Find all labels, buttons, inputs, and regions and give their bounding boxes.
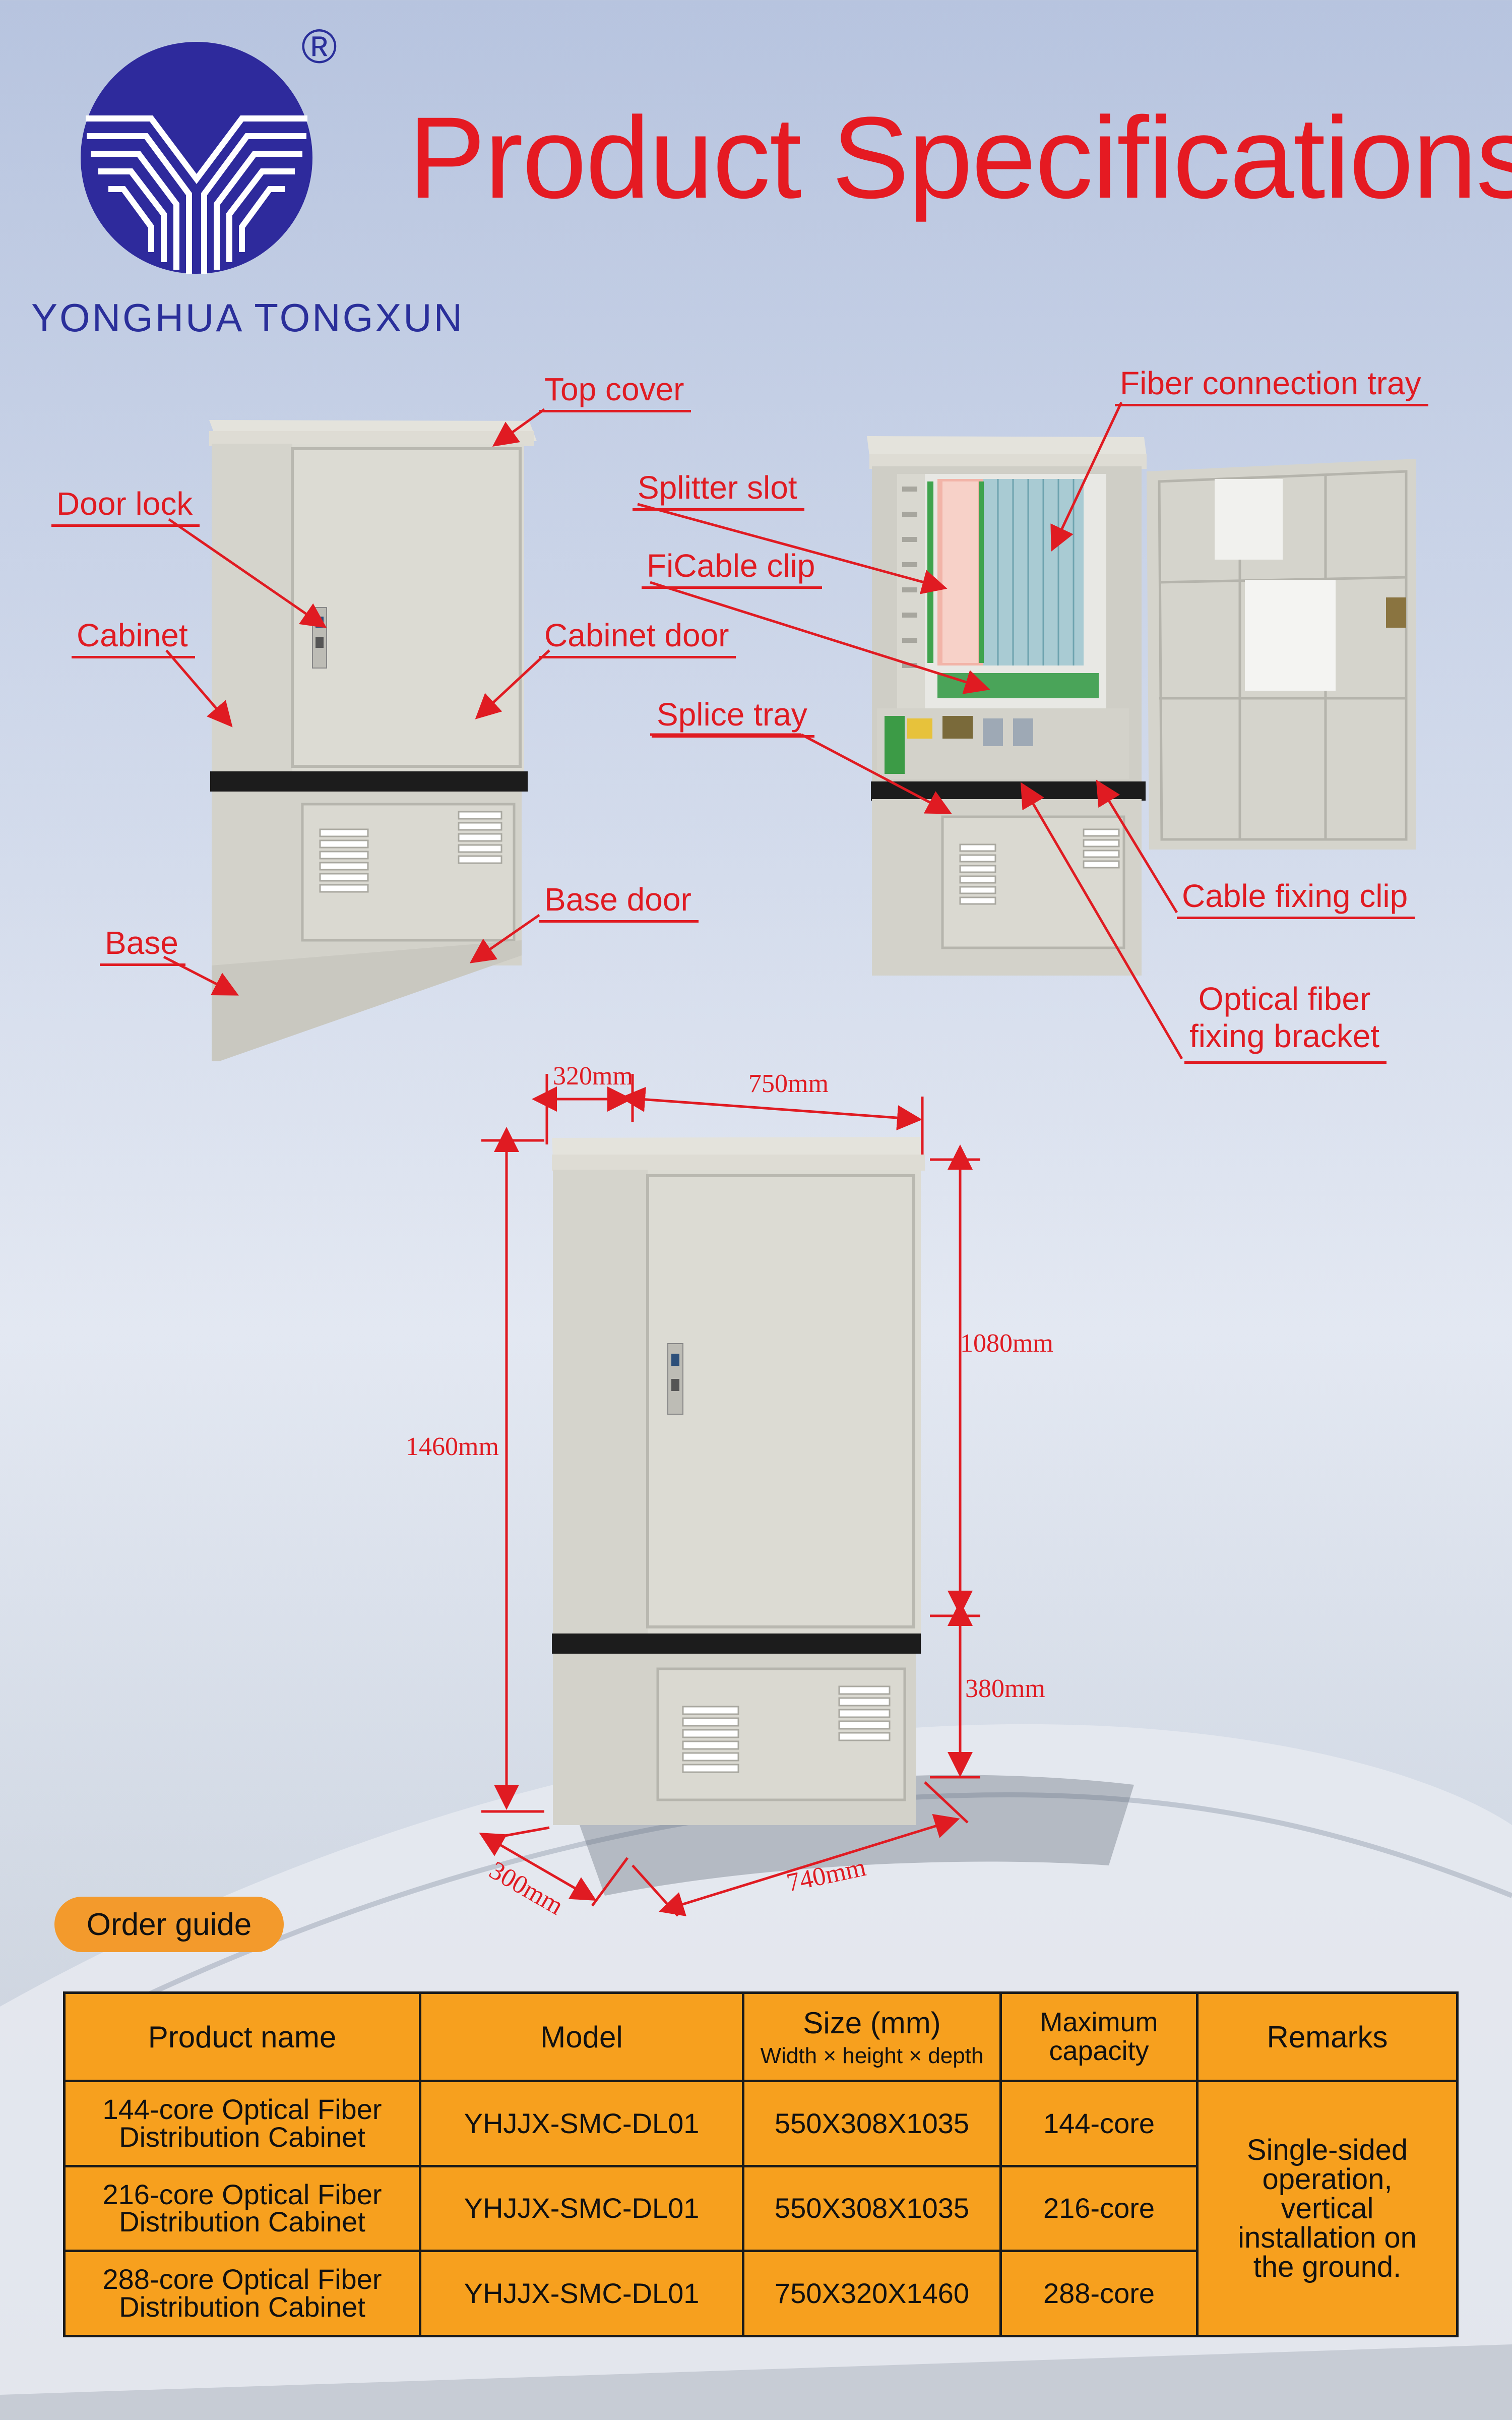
cell-product-name: 288-core Optical Fiber Distribution Cabi… bbox=[63, 2250, 421, 2337]
page-title: Product Specifications bbox=[408, 93, 1512, 222]
cabinet-dimension-illustration bbox=[552, 1137, 925, 1825]
remarks-line4: installation on bbox=[1238, 2221, 1417, 2254]
label-optical-fiber-line1: Optical fiber bbox=[1198, 981, 1371, 1017]
header-size-label: Size (mm) bbox=[803, 2006, 941, 2040]
cabinet-closed-illustration bbox=[209, 420, 537, 1061]
callout-lines bbox=[163, 401, 1183, 1917]
label-cabinet-door: Cabinet door bbox=[539, 619, 736, 658]
remarks-line2: operation, bbox=[1262, 2162, 1393, 2196]
label-cabinet: Cabinet bbox=[72, 619, 195, 658]
label-optical-fiber-bracket: Optical fiber fixing bracket bbox=[1184, 981, 1387, 1064]
label-cable-fixing-clip: Cable fixing clip bbox=[1177, 880, 1415, 919]
header-remarks: Remarks bbox=[1196, 1991, 1459, 2082]
remarks-line3: vertical bbox=[1281, 2192, 1374, 2225]
cell-model: YHJJX-SMC-DL01 bbox=[419, 2250, 744, 2337]
label-base: Base bbox=[100, 927, 185, 966]
cell-product-name: 144-core Optical Fiber Distribution Cabi… bbox=[63, 2080, 421, 2167]
product-name-line1: 288-core Optical Fiber bbox=[102, 2263, 382, 2295]
product-name-line1: 216-core Optical Fiber bbox=[102, 2178, 382, 2210]
label-splitter-slot: Splitter slot bbox=[633, 471, 804, 511]
remarks-line5: the ground. bbox=[1253, 2250, 1402, 2283]
header-model: Model bbox=[419, 1991, 744, 2082]
label-top-cover: Top cover bbox=[539, 373, 691, 412]
dim-height-cabinet: 1080mm bbox=[960, 1329, 1053, 1358]
dim-depth-top: 320mm bbox=[553, 1062, 633, 1091]
order-guide-badge: Order guide bbox=[54, 1897, 284, 1952]
label-optical-fiber-line2: fixing bracket bbox=[1189, 1017, 1380, 1054]
table-row: 288-core Optical Fiber Distribution Cabi… bbox=[63, 2250, 1458, 2337]
table-row: 216-core Optical Fiber Distribution Cabi… bbox=[63, 2164, 1458, 2253]
dim-width-top: 750mm bbox=[748, 1069, 829, 1098]
header-product-name: Product name bbox=[63, 1991, 421, 2082]
product-name-line2: Distribution Cabinet bbox=[119, 2206, 365, 2238]
label-fiber-connection-tray: Fiber connection tray bbox=[1115, 367, 1428, 406]
label-splice-tray: Splice tray bbox=[652, 698, 814, 738]
registered-mark: ® bbox=[301, 20, 337, 74]
cell-model: YHJJX-SMC-DL01 bbox=[419, 2164, 744, 2253]
cell-capacity: 216-core bbox=[999, 2164, 1199, 2253]
table-row: 144-core Optical Fiber Distribution Cabi… bbox=[63, 2080, 1459, 2337]
product-name-line2: Distribution Cabinet bbox=[119, 2121, 365, 2153]
product-name-line1: 144-core Optical Fiber bbox=[102, 2093, 382, 2125]
label-door-lock: Door lock bbox=[51, 488, 200, 527]
brand-logo bbox=[81, 42, 312, 274]
label-base-door: Base door bbox=[539, 883, 699, 923]
remarks-line1: Single-sided bbox=[1246, 2133, 1408, 2166]
cell-model: YHJJX-SMC-DL01 bbox=[419, 2080, 744, 2167]
dim-height-base: 380mm bbox=[965, 1674, 1045, 1703]
cell-product-name: 216-core Optical Fiber Distribution Cabi… bbox=[63, 2164, 421, 2253]
header-capacity-line1: Maximum bbox=[1040, 2007, 1158, 2038]
header-size-sub: Width × height × depth bbox=[760, 2043, 984, 2068]
product-name-line2: Distribution Cabinet bbox=[119, 2291, 365, 2323]
header-size: Size (mm) Width × height × depth bbox=[742, 1991, 1002, 2082]
cell-capacity: 144-core bbox=[999, 2080, 1199, 2167]
cell-size: 550X308X1035 bbox=[742, 2080, 1002, 2167]
order-guide-table: Product name Model Size (mm) Width × hei… bbox=[63, 1991, 1459, 2337]
cell-remarks: Single-sided operation, vertical install… bbox=[1196, 2080, 1459, 2337]
brand-name: YONGHUA TONGXUN bbox=[31, 295, 464, 340]
header-capacity: Maximum capacity bbox=[999, 1991, 1199, 2082]
cell-size: 750X320X1460 bbox=[742, 2250, 1002, 2337]
dim-height-total: 1460mm bbox=[406, 1432, 499, 1461]
table-header-row: Product name Model Size (mm) Width × hei… bbox=[63, 1991, 1459, 2082]
label-ficable-clip: FiCable clip bbox=[642, 550, 823, 589]
cell-capacity: 288-core bbox=[999, 2250, 1199, 2337]
cell-size: 550X308X1035 bbox=[742, 2164, 1002, 2253]
header-capacity-line2: capacity bbox=[1049, 2036, 1149, 2066]
